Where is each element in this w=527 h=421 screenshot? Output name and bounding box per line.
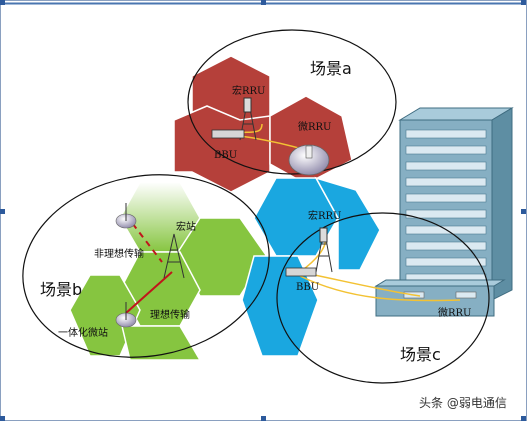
micro-rru-c-label: 微RRU [438, 306, 472, 319]
scene-a-label: 场景a [310, 59, 352, 78]
scene-a-ellipse [187, 29, 397, 175]
bbu-c-icon [285, 267, 317, 277]
ideal-transmission-label: 理想传输 [150, 308, 190, 321]
macro-rru-label: 宏RRU [232, 84, 266, 97]
integrated-micro-station-label: 一体化微站 [58, 326, 108, 339]
micro-station-top-icon [115, 203, 137, 229]
hex-green-group [69, 181, 267, 361]
non-ideal-transmission-label: 非理想传输 [94, 247, 144, 260]
ideal-link [125, 271, 173, 314]
bbu-a-icon [211, 129, 245, 139]
macro-rru-c-tower-icon [315, 227, 333, 273]
hex-cyan-group [241, 176, 381, 357]
macro-rru-c-label: 宏RRU [308, 209, 342, 222]
scene-c-label: 场景c [400, 345, 441, 364]
micro-rru-a-icon [288, 144, 330, 176]
non-ideal-link [125, 214, 163, 263]
scene-b-label: 场景b [40, 280, 82, 299]
macro-rru-tower-icon [239, 97, 257, 141]
integrated-micro-station-icon [115, 302, 137, 328]
scene-c-ellipse [276, 212, 490, 384]
scene-b-ellipse [22, 174, 270, 358]
bbu-a-label: BBU [214, 150, 237, 161]
watermark: 头条 @弱电通信 [419, 396, 507, 410]
bbu-c-label: BBU [296, 282, 319, 293]
building [374, 107, 514, 317]
micro-rru-a-label: 微RRU [298, 120, 332, 133]
macro-station-tower-icon [163, 233, 185, 279]
macro-station-label: 宏站 [176, 220, 196, 233]
